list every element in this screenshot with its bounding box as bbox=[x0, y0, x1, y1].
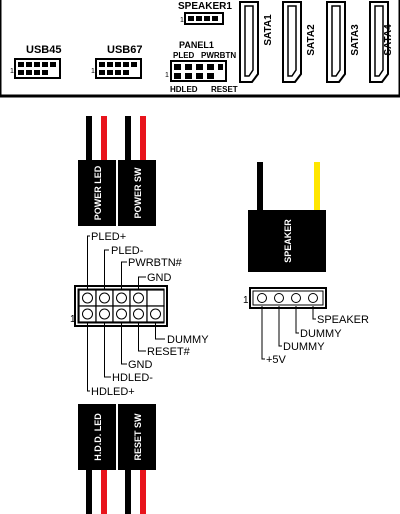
sata1-connector: SATA1 bbox=[239, 1, 274, 83]
sata4-connector: SATA4 bbox=[369, 1, 394, 83]
plus-5v-label: +5V bbox=[266, 354, 287, 366]
panel-header-pin-one: 1 bbox=[70, 314, 76, 325]
motherboard-strip: USB45 1 USB67 1 SPEAKER1 1 PANEL1 PLED P… bbox=[0, 0, 400, 98]
pled-plus-label: PLED+ bbox=[91, 231, 126, 243]
wire-black bbox=[257, 162, 263, 210]
panel-header-top-pins bbox=[78, 289, 165, 307]
reset-pin-label: RESET# bbox=[147, 346, 191, 358]
speaker-plug-label: SPEAKER bbox=[283, 219, 293, 263]
wire-red bbox=[101, 116, 107, 160]
gnd-top-label: GND bbox=[147, 272, 172, 284]
sata2-label: SATA2 bbox=[306, 24, 317, 56]
speaker-leader-lines bbox=[261, 306, 316, 360]
wire-yellow bbox=[314, 162, 320, 210]
reset-sw-plug-label: RESET SW bbox=[133, 413, 143, 461]
sata2-connector: SATA2 bbox=[282, 1, 317, 83]
power-sw-plug bbox=[118, 160, 156, 226]
wire-red bbox=[101, 470, 107, 514]
panel1-pin-one: 1 bbox=[165, 72, 169, 79]
wire-red bbox=[140, 116, 146, 160]
sata3-label: SATA3 bbox=[350, 24, 361, 56]
sata3-connector: SATA3 bbox=[326, 1, 361, 83]
panel-header-bottom-pins bbox=[78, 305, 165, 323]
top-leader-lines bbox=[87, 235, 146, 290]
wire-red bbox=[140, 470, 146, 514]
speaker-pin-label: SPEAKER bbox=[317, 314, 369, 326]
usb67-label: USB67 bbox=[107, 44, 142, 56]
panel1-header bbox=[170, 60, 227, 82]
gnd-bottom-label: GND bbox=[128, 359, 153, 371]
bottom-leader-lines bbox=[87, 322, 165, 392]
pled-minus-label: PLED- bbox=[111, 245, 144, 257]
dummy-a-label: DUMMY bbox=[300, 328, 342, 340]
power-led-plug-label: POWER LED bbox=[93, 165, 103, 220]
panel1-label: PANEL1 bbox=[179, 40, 214, 50]
speaker-header bbox=[249, 287, 327, 309]
wire-black bbox=[86, 470, 92, 514]
dummy-b-label: DUMMY bbox=[283, 341, 325, 353]
speaker1-label: SPEAKER1 bbox=[178, 1, 232, 12]
power-led-plug bbox=[78, 160, 116, 226]
hdd-led-plug bbox=[78, 404, 116, 470]
usb45-pin-one: 1 bbox=[10, 68, 14, 75]
hdled-label: HDLED bbox=[170, 85, 198, 94]
reset-label: RESET bbox=[211, 85, 238, 94]
sata1-label: SATA1 bbox=[263, 14, 274, 46]
pled-label: PLED bbox=[173, 51, 195, 60]
speaker1-pin-one: 1 bbox=[180, 17, 184, 24]
wire-black bbox=[125, 116, 131, 160]
wire-black bbox=[125, 470, 131, 514]
reset-sw-plug bbox=[118, 404, 156, 470]
usb67-header bbox=[95, 58, 142, 79]
power-sw-plug-label: POWER SW bbox=[133, 167, 143, 219]
speaker1-header bbox=[184, 12, 224, 25]
hdled-minus-label: HDLED- bbox=[112, 372, 153, 384]
bottom-wires bbox=[86, 470, 146, 514]
usb45-label: USB45 bbox=[26, 44, 61, 56]
usb45-header bbox=[14, 58, 61, 79]
panel-header bbox=[74, 285, 168, 327]
board-outline bbox=[0, 0, 400, 98]
pwrbtn-label: PWRBTN bbox=[201, 51, 236, 60]
top-wires bbox=[86, 116, 146, 160]
speaker-plug bbox=[248, 210, 326, 272]
speaker-wires bbox=[257, 162, 320, 210]
wire-black bbox=[86, 116, 92, 160]
pwrbtn-pin-label: PWRBTN# bbox=[128, 257, 183, 269]
dummy-label: DUMMY bbox=[167, 334, 209, 346]
hdd-led-plug-label: H.D.D. LED bbox=[93, 413, 103, 461]
usb67-pin-one: 1 bbox=[91, 68, 95, 75]
speaker-header-pin-one: 1 bbox=[243, 295, 249, 306]
sata4-label: SATA4 bbox=[383, 24, 394, 56]
hdled-plus-label: HDLED+ bbox=[91, 386, 135, 398]
